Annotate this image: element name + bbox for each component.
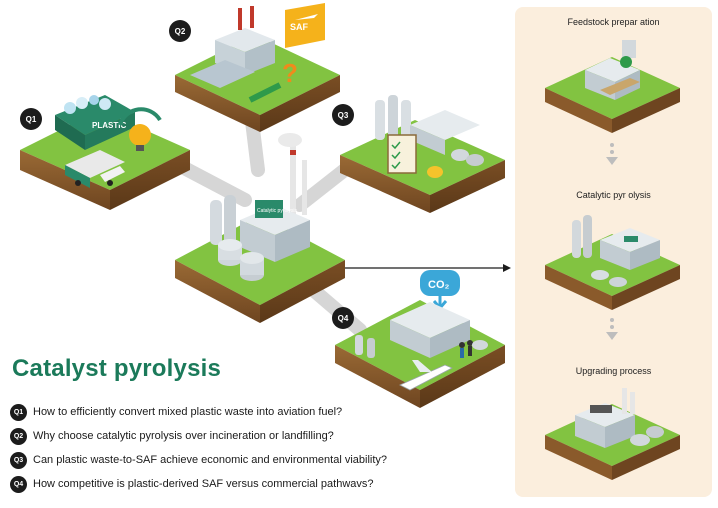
tile-q1-collection: PLASTIC — [20, 95, 190, 210]
question-text: How to efficiently convert mixed plastic… — [33, 406, 343, 418]
question-item: Q4 How competitive is plastic-derived SA… — [10, 472, 480, 496]
question-item: Q3 Can plastic waste-to-SAF achieve econ… — [10, 448, 480, 472]
tile-q3-analysis — [340, 95, 505, 213]
stage-pyrolysis-label: Catalytic pyr olysis — [576, 190, 651, 200]
questions-list: Q1 How to efficiently convert mixed plas… — [10, 400, 480, 496]
lightbulb-icon — [129, 124, 151, 146]
recycling-truck — [65, 150, 125, 178]
catalyst-label: Catalytic pyrolysis — [257, 208, 298, 214]
question-badge: Q2 — [10, 427, 27, 445]
question-text: Can plastic waste-to-SAF achieve economi… — [33, 454, 388, 466]
badge-q1: Q1 — [20, 108, 42, 130]
process-panel — [515, 7, 712, 497]
badge-q2: Q2 — [169, 20, 191, 42]
page-title: Catalyst pyrolysis — [12, 355, 222, 382]
question-badge: Q4 — [10, 475, 27, 493]
checklist-clipboard — [387, 134, 417, 174]
question-item: Q2 Why choose catalytic pyrolysis over i… — [10, 424, 480, 448]
stage-feedstock-label: Feedstock prepar ation — [567, 17, 660, 27]
co2-label: CO₂ — [428, 279, 450, 291]
question-text: How competitive is plastic-derived SAF v… — [33, 478, 374, 490]
badge-q4: Q4 — [332, 307, 354, 329]
catalyst-sign — [255, 200, 283, 218]
flow-arrow — [345, 264, 511, 272]
question-text: Why choose catalytic pyrolysis over inci… — [33, 430, 334, 442]
question-badge: Q3 — [10, 451, 27, 469]
stage-upgrading-label: Upgrading process — [575, 366, 652, 376]
co2-cloud-icon — [420, 270, 460, 296]
question-item: Q1 How to efficiently convert mixed plas… — [10, 400, 480, 424]
question-mark-icon: ? — [282, 58, 298, 88]
plastic-label: PLASTIC — [92, 121, 126, 130]
saf-sign — [285, 3, 325, 48]
tile-q4-aviation: CO₂ — [335, 270, 505, 408]
tile-central-plant: Catalytic pyrolysis — [175, 133, 345, 323]
saf-label: SAF — [290, 22, 309, 32]
tile-q2-factory: SAF ? — [175, 3, 340, 132]
plastic-bin — [55, 95, 135, 135]
question-badge: Q1 — [10, 403, 27, 421]
badge-q3: Q3 — [332, 104, 354, 126]
